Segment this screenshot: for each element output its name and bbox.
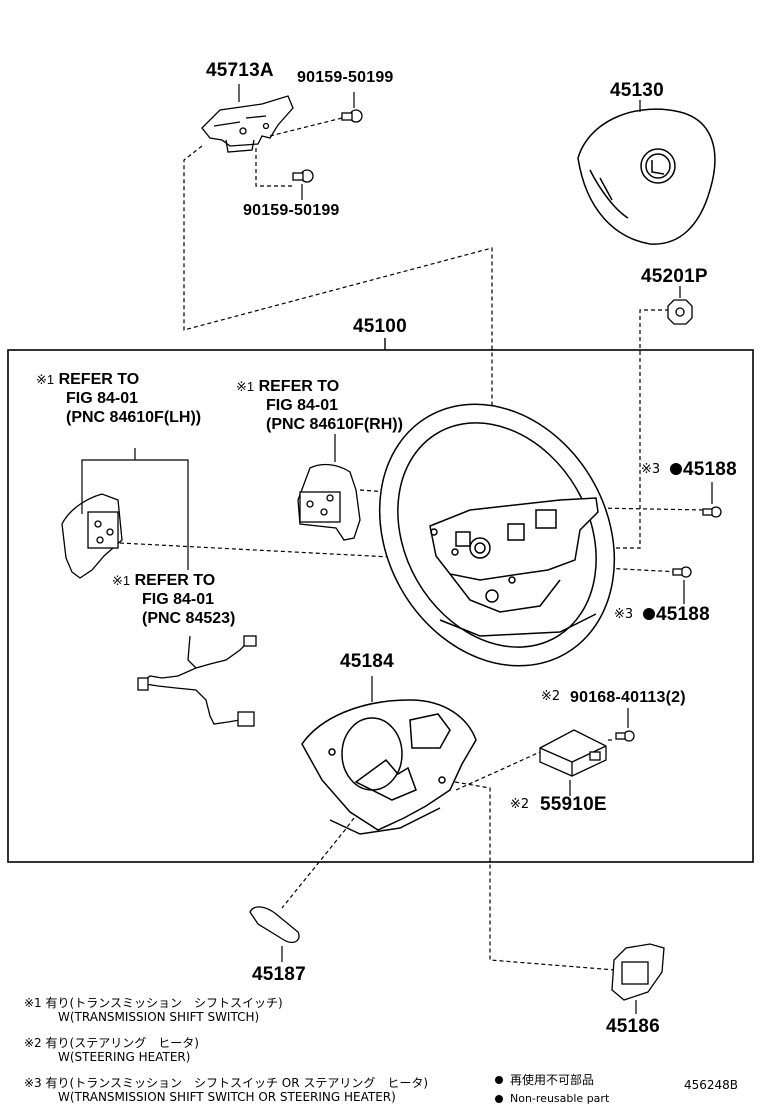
part-label-90168: 90168-40113(2) — [570, 689, 686, 706]
screw-90159-bottom — [292, 169, 314, 183]
mark-45188-lower: ※3 — [614, 607, 634, 622]
footnote-jp: 有り(ステアリング ヒータ) — [45, 1036, 199, 1050]
footnote-jp: 有り(トランスミッション シフトスイッチ OR ステアリング ヒータ) — [45, 1076, 429, 1090]
part-label-45187: 45187 — [252, 964, 306, 985]
footnote-2: ※2 有り(ステアリング ヒータ) W(STEERING HEATER) — [24, 1036, 199, 1064]
mark-90168: ※2 — [541, 689, 561, 704]
reference-mark: ※1 — [236, 379, 255, 394]
reference-mark: ※1 — [112, 573, 131, 588]
reference-line: REFER TO — [134, 572, 216, 589]
non-reusable-dot-icon — [495, 1095, 503, 1103]
reference-line: (PNC 84610F(RH)) — [266, 416, 403, 433]
part-label-45188-upper: 45188 — [683, 459, 737, 480]
part-label-45713a: 45713A — [206, 60, 274, 81]
figure-number: 456248B — [684, 1078, 739, 1092]
bolt-45188-upper — [702, 506, 722, 518]
cover-part-45187 — [249, 906, 300, 944]
airbag-part-45130 — [577, 108, 716, 245]
legend-jp: 再使用不可部品 — [510, 1073, 595, 1087]
screw-90168 — [615, 730, 635, 742]
non-reusable-dot-icon — [495, 1076, 503, 1084]
part-label-45100: 45100 — [353, 316, 407, 337]
part-label-45188-lower: 45188 — [656, 604, 710, 625]
footnote-1: ※1 有り(トランスミッション シフトスイッチ) W(TRANSMISSION … — [24, 996, 283, 1024]
screw-90159-top — [341, 109, 363, 123]
part-label-45186: 45186 — [606, 1016, 660, 1037]
mark-45188-upper: ※3 — [641, 462, 661, 477]
footnote-mark: ※1 — [24, 996, 42, 1010]
bolt-45188-lower — [672, 566, 692, 578]
part-label-45184: 45184 — [340, 651, 394, 672]
footnote-en: W(STEERING HEATER) — [58, 1050, 191, 1064]
nut-part-45201p — [667, 299, 693, 325]
part-label-55910e: 55910E — [540, 794, 607, 815]
footnote-en: W(TRANSMISSION SHIFT SWITCH) — [58, 1010, 260, 1024]
reference-harness: ※1 REFER TO FIG 84-01 (PNC 84523) — [112, 571, 235, 628]
part-label-45130: 45130 — [610, 80, 664, 101]
reference-line: (PNC 84523) — [142, 610, 236, 627]
reference-rh: ※1 REFER TO FIG 84-01 (PNC 84610F(RH)) — [236, 377, 403, 434]
reference-line: FIG 84-01 — [266, 397, 339, 414]
wire-harness — [137, 635, 257, 727]
footnote-mark: ※3 — [24, 1076, 42, 1090]
paddle-switch-rh — [297, 463, 361, 541]
legend-en: Non-reusable part — [510, 1092, 610, 1105]
cover-part-45186 — [611, 943, 665, 1001]
non-reusable-dot-icon — [670, 463, 682, 475]
footnote-3: ※3 有り(トランスミッション シフトスイッチ OR ステアリング ヒータ) W… — [24, 1076, 428, 1104]
steering-wheel-part-45100 — [378, 403, 616, 667]
footnote-jp: 有り(トランスミッション シフトスイッチ) — [45, 996, 283, 1010]
footnote-mark: ※2 — [24, 1036, 42, 1050]
reference-mark: ※1 — [36, 372, 55, 387]
reference-line: FIG 84-01 — [142, 591, 215, 608]
paddle-switch-lh — [61, 493, 123, 579]
footnote-en: W(TRANSMISSION SHIFT SWITCH OR STEERING … — [58, 1090, 396, 1104]
reference-line: REFER TO — [258, 378, 340, 395]
reference-lh: ※1 REFER TO FIG 84-01 (PNC 84610F(LH)) — [36, 370, 201, 427]
part-label-90159-bottom: 90159-50199 — [243, 202, 340, 219]
reference-line: FIG 84-01 — [66, 390, 139, 407]
paddle-cover-part-45713a — [201, 95, 294, 153]
reference-line: (PNC 84610F(LH)) — [66, 409, 202, 426]
part-label-45201p: 45201P — [641, 266, 708, 287]
heater-ecu-part-55910e — [539, 729, 607, 777]
part-label-90159-top: 90159-50199 — [297, 69, 394, 86]
reference-bracket-lh — [81, 448, 189, 570]
reference-line: REFER TO — [58, 371, 140, 388]
lower-cover-part-45184 — [301, 699, 477, 835]
non-reusable-dot-icon — [643, 608, 655, 620]
steering-wheel-assembly-frame — [7, 349, 754, 863]
mark-55910e: ※2 — [510, 797, 530, 812]
